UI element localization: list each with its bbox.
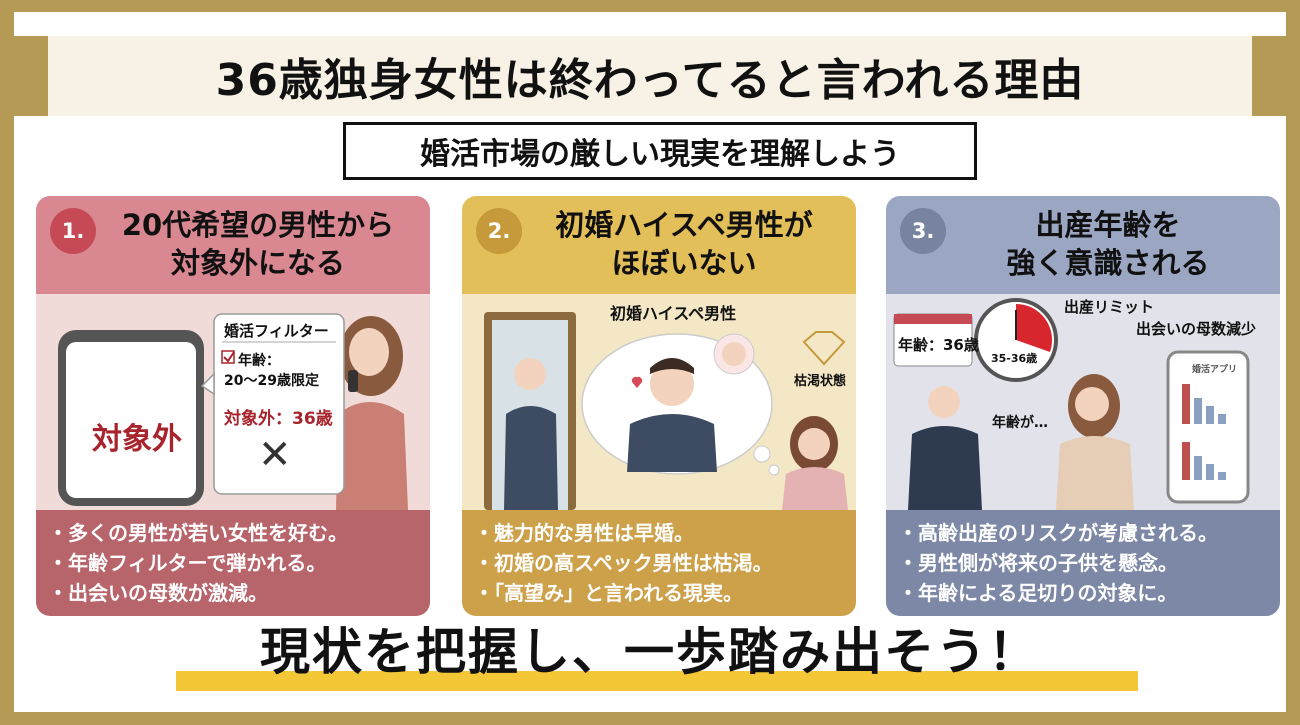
reflection-suit — [504, 406, 558, 510]
card-heading-line1: 出産年齢を — [1035, 208, 1181, 242]
chart-bar — [1194, 456, 1202, 480]
calendar-label: 年齢：36歳 — [898, 336, 979, 354]
thought-label: 初婚ハイスペ男性 — [610, 304, 737, 323]
card-bullets: 多くの男性が若い女性を好む。 年齢フィルターで弾かれる。 出会いの母数が激減。 — [36, 510, 430, 616]
calendar-top — [894, 314, 972, 324]
page-subtitle: 婚活市場の厳しい現実を理解しよう — [343, 122, 977, 180]
card-header: 1. 20代希望の男性から 対象外になる — [36, 196, 430, 294]
diamond-icon — [802, 331, 846, 366]
app-title: 婚活アプリ — [1192, 365, 1238, 375]
smartphone-filter-illustration — [58, 313, 408, 510]
card-number-badge: 2. — [476, 208, 522, 254]
bullet-item: 多くの男性が若い女性を好む。 — [48, 518, 424, 548]
popup-pointer — [200, 372, 215, 396]
speech-label: 年齢が… — [992, 415, 1048, 431]
filter-title: 婚活フィルター — [224, 322, 329, 340]
card-heading-line2: ほぼいない — [611, 246, 757, 280]
chart-bar — [1182, 442, 1190, 480]
chart-bar — [1218, 414, 1226, 424]
reason-card-3: 3. 出産年齢を 強く意識される 年齢：36歳 — [886, 196, 1280, 616]
wife-face — [722, 342, 746, 366]
clock-label: 35-36歳 — [991, 352, 1038, 365]
chart-bar — [1206, 464, 1214, 480]
worried-woman-body — [1056, 436, 1134, 510]
advisor-suit — [908, 426, 982, 510]
phone-screen — [66, 342, 196, 498]
sad-woman-face — [798, 428, 830, 460]
chart-bar — [1182, 384, 1190, 424]
card-illustration: 年齢：36歳 35-36歳 出産リミット 出会いの母数減少 年齢が… 婚活アプリ — [886, 294, 1280, 510]
filter-popup — [213, 313, 345, 495]
card-bullets: 魅力的な男性は早婚。 初婚の高スペック男性は枯渇。 「高望み」と言われる現実。 — [462, 510, 856, 616]
card-heading: 20代希望の男性から 対象外になる — [96, 206, 420, 282]
ideal-man-face — [650, 362, 694, 406]
woman-phone — [348, 370, 358, 392]
ideal-man-hair — [650, 358, 694, 374]
woman-body — [336, 402, 408, 510]
bullet-item: 男性側が将来の子供を懸念。 — [898, 548, 1274, 578]
heart-icon — [631, 376, 643, 388]
filter-age-range: 20〜29歳限定 — [224, 373, 319, 389]
card-bullets: 高齢出産のリスクが考慮される。 男性側が将来の子供を懸念。 年齢による足切りの対… — [886, 510, 1280, 616]
phone-label: 対象外 — [92, 422, 182, 457]
clock-red-segment — [1016, 303, 1053, 352]
card-heading-line2: 対象外になる — [170, 246, 345, 280]
card-header: 3. 出産年齢を 強く意識される — [886, 196, 1280, 294]
depleted-label: 枯渇状態 — [794, 374, 847, 389]
chart-bar — [1194, 398, 1202, 424]
bullet-item: 「高望み」と言われる現実。 — [474, 578, 850, 608]
chart-bar — [1218, 472, 1226, 480]
filter-age-label: 年齢： — [238, 353, 280, 369]
card-illustration: 初婚ハイスペ男性 枯渇状態 — [462, 294, 856, 510]
ideal-man-suit — [627, 414, 717, 472]
clock-chart-illustration — [893, 298, 1250, 510]
bullet-item: 出会いの母数が激減。 — [48, 578, 424, 608]
reason-card-2: 2. 初婚ハイスペ男性が ほぼいない 初婚ハイスペ男性 枯渇状態 — [462, 196, 856, 616]
worried-woman-face — [1075, 387, 1109, 421]
bullet-item: 年齢フィルターで弾かれる。 — [48, 548, 424, 578]
reject-x-icon: ✕ — [258, 432, 292, 478]
page-title: 36歳独身女性は終わってると言われる理由 — [215, 55, 1085, 106]
thought-dot — [768, 464, 780, 476]
sad-woman-body — [782, 467, 848, 510]
bullet-item: 魅力的な男性は早婚。 — [474, 518, 850, 548]
decline-label: 出会いの母数減少 — [1136, 320, 1257, 338]
bullet-item: 高齢出産のリスクが考慮される。 — [898, 518, 1274, 548]
check-icon — [223, 351, 235, 363]
filter-reject-text: 対象外：36歳 — [224, 409, 333, 429]
bullet-item: 初婚の高スペック男性は枯渇。 — [474, 548, 850, 578]
card-number-badge: 1. — [50, 208, 96, 254]
advisor-face — [928, 386, 960, 418]
card-heading-line2: 強く意識される — [1006, 246, 1210, 280]
card-heading: 出産年齢を 強く意識される — [946, 206, 1270, 282]
title-box: 36歳独身女性は終わってると言われる理由 — [48, 36, 1252, 116]
card-number-badge: 3. — [900, 208, 946, 254]
woman-face — [349, 328, 389, 376]
limit-label: 出産リミット — [1064, 298, 1155, 316]
checkbox-icon — [221, 350, 235, 364]
chart-bar — [1206, 406, 1214, 424]
card-illustration: 対象外 婚活フィルター 年齢： 20〜29歳限定 対象外：36歳 ✕ — [36, 294, 430, 510]
card-heading-line1: 20代希望の男性から — [121, 208, 395, 242]
mirror-thought-illustration — [484, 312, 848, 510]
card-heading-line1: 初婚ハイスペ男性が — [555, 208, 813, 242]
card-heading: 初婚ハイスペ男性が ほぼいない — [522, 206, 846, 282]
footer-message: 現状を把握し、一歩踏み出そう！ — [260, 623, 1040, 681]
reflection-face — [514, 358, 546, 390]
thought-dot — [753, 445, 771, 463]
card-header: 2. 初婚ハイスペ男性が ほぼいない — [462, 196, 856, 294]
bullet-item: 年齢による足切りの対象に。 — [898, 578, 1274, 608]
footer-highlight — [176, 671, 1138, 691]
reason-card-1: 1. 20代希望の男性から 対象外になる 対象外 婚活フィルター 年齢： 20〜… — [36, 196, 430, 616]
